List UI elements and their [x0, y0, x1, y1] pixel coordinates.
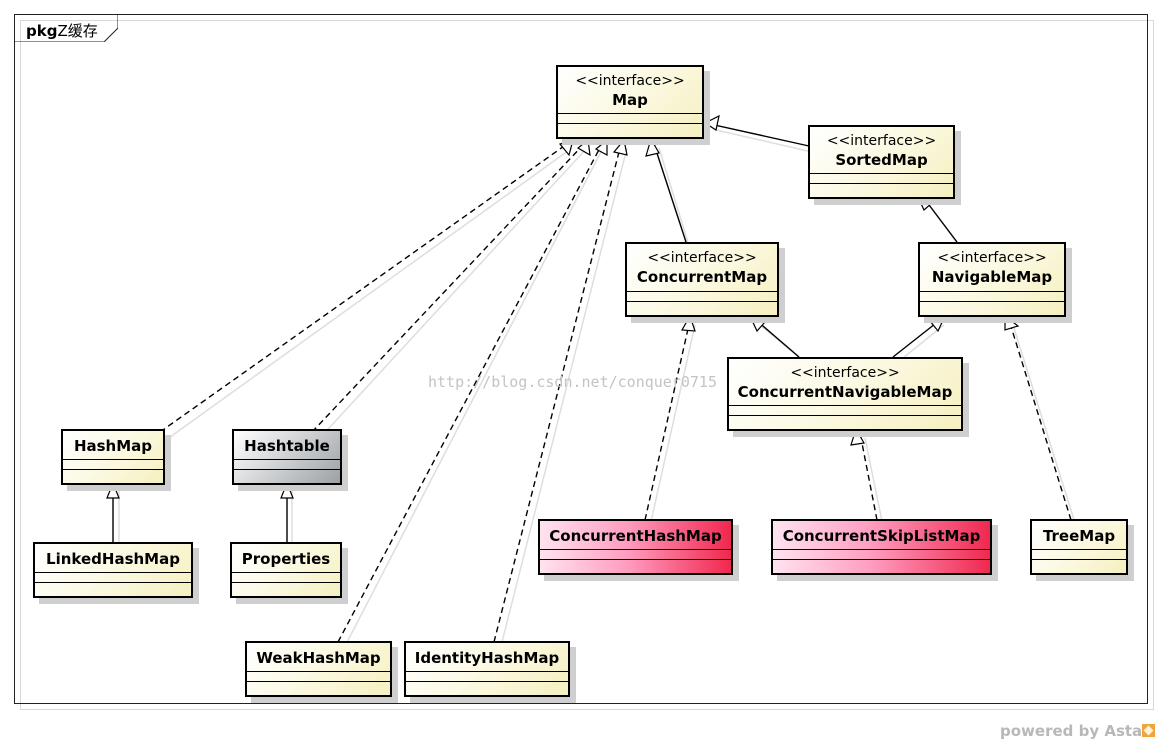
astah-credit: powered by Astah [1000, 722, 1153, 740]
attributes-separator [810, 173, 953, 174]
attributes-separator [627, 291, 777, 292]
attributes-separator [234, 459, 340, 460]
sortedmap-to-map-line [709, 123, 810, 147]
stereotype-label: <<interface>> [826, 133, 937, 149]
arrowhead-cnm-navigablemap [928, 314, 947, 333]
attributes-separator [729, 405, 961, 406]
operations-separator [35, 582, 191, 583]
stereotype-label: <<interface>> [937, 250, 1047, 266]
realization-lines [159, 143, 1072, 643]
arrowhead-hashtable-map [576, 138, 591, 157]
weakhashmap-to-map-line [337, 143, 603, 643]
arrowhead-weakhashmap-map [594, 138, 608, 157]
arrowhead-concurrentmap-map [645, 137, 660, 157]
arrowhead-treemap-navigablemap [1004, 314, 1020, 331]
class-weak-hash-map[interactable]: WeakHashMap [245, 641, 392, 697]
astah-logo-icon [1142, 724, 1155, 737]
operations-separator [729, 415, 961, 416]
class-identity-hash-map[interactable]: IdentityHashMap [404, 641, 570, 697]
attributes-separator [63, 459, 163, 460]
class-navigable-map[interactable]: <<interface>> NavigableMap [918, 242, 1066, 317]
class-map[interactable]: <<interface>> Map [556, 65, 704, 139]
blog-watermark: http://blog.csdn.net/conquer0715 [428, 373, 717, 391]
operations-separator [247, 681, 390, 682]
concurrentnavigablemap-to-concurrentmap-line [755, 319, 800, 358]
identityhashmap-to-map-line [493, 143, 622, 643]
class-name: HashMap [73, 437, 153, 455]
operations-separator [773, 559, 990, 560]
class-name: ConcurrentNavigableMap [737, 383, 953, 401]
arrowhead-properties-hashtable [280, 481, 294, 499]
class-name: Properties [241, 550, 331, 568]
class-concurrent-hash-map[interactable]: ConcurrentHashMap [538, 519, 733, 575]
operations-separator [63, 469, 163, 470]
operations-separator [234, 469, 340, 470]
attributes-separator [773, 549, 990, 550]
class-linked-hash-map[interactable]: LinkedHashMap [33, 542, 193, 598]
class-name: LinkedHashMap [46, 550, 180, 568]
arrowhead-skiplist-cnm [850, 427, 865, 446]
class-properties[interactable]: Properties [230, 542, 342, 598]
arrowhead-identityhashmap-map [612, 138, 628, 156]
class-name: TreeMap [1042, 527, 1116, 545]
concurrentnavigablemap-to-navigablemap-line [892, 319, 941, 358]
class-concurrent-map[interactable]: <<interface>> ConcurrentMap [625, 242, 779, 317]
stereotype-label: <<interface>> [575, 73, 685, 89]
concurrentskiplistmap-to-concurrentnavigablemap-line [859, 432, 878, 521]
class-name: ConcurrentSkipListMap [782, 527, 981, 545]
stereotype-label: <<interface>> [790, 365, 900, 381]
operations-separator [1032, 559, 1126, 560]
class-name: ConcurrentMap [636, 268, 768, 286]
concurrenthashmap-to-concurrentmap-line [644, 319, 691, 521]
class-name: SortedMap [835, 151, 928, 169]
arrowhead-navigablemap-sortedmap [916, 195, 935, 211]
class-concurrent-navigable-map[interactable]: <<interface>> ConcurrentNavigableMap [727, 357, 963, 431]
stereotype-label: <<interface>> [647, 250, 757, 266]
package-keyword: pkg [26, 22, 58, 40]
class-name: ConcurrentHashMap [549, 527, 722, 545]
operations-separator [810, 183, 953, 184]
attributes-separator [540, 549, 731, 550]
operations-separator [406, 681, 568, 682]
class-concurrent-skip-list-map[interactable]: ConcurrentSkipListMap [771, 519, 992, 575]
class-name: NavigableMap [931, 268, 1053, 286]
attributes-separator [35, 572, 191, 573]
package-frame [14, 14, 1148, 704]
class-hashtable[interactable]: Hashtable [232, 429, 342, 485]
treemap-to-navigablemap-line [1008, 319, 1072, 521]
operations-separator [627, 301, 777, 302]
concurrentmap-to-map-line [653, 143, 687, 243]
arrowhead-hashmap-map [558, 139, 574, 157]
hashmap-to-map-line [159, 143, 568, 433]
arrowhead-sortedmap-map [703, 114, 720, 131]
hashtable-to-map-line [311, 143, 585, 433]
arrowhead-cnm-concurrentmap [748, 314, 767, 333]
arrowhead-concurrenthashmap-concurrentmap [681, 314, 696, 332]
attributes-separator [920, 291, 1064, 292]
navigablemap-to-sortedmap-line [925, 200, 958, 243]
attributes-separator [558, 113, 702, 114]
class-tree-map[interactable]: TreeMap [1030, 519, 1128, 575]
class-name: WeakHashMap [256, 649, 381, 667]
attributes-separator [247, 671, 390, 672]
operations-separator [558, 123, 702, 124]
attributes-separator [406, 671, 568, 672]
operations-separator [920, 301, 1064, 302]
attributes-separator [1032, 549, 1126, 550]
class-name: Hashtable [244, 437, 330, 455]
arrowheads [106, 114, 1020, 499]
package-name: Z缓存 [57, 22, 98, 40]
class-name: Map [612, 91, 648, 109]
operations-separator [540, 559, 731, 560]
class-hash-map[interactable]: HashMap [61, 429, 165, 485]
package-tab [14, 14, 118, 42]
package-label: pkgZ缓存 [26, 20, 98, 41]
frame-shadow [20, 20, 1154, 710]
class-name: IdentityHashMap [414, 649, 560, 667]
operations-separator [232, 582, 340, 583]
class-sorted-map[interactable]: <<interface>> SortedMap [808, 125, 955, 199]
arrowhead-linkedhashmap-hashmap [106, 481, 120, 499]
attributes-separator [232, 572, 340, 573]
